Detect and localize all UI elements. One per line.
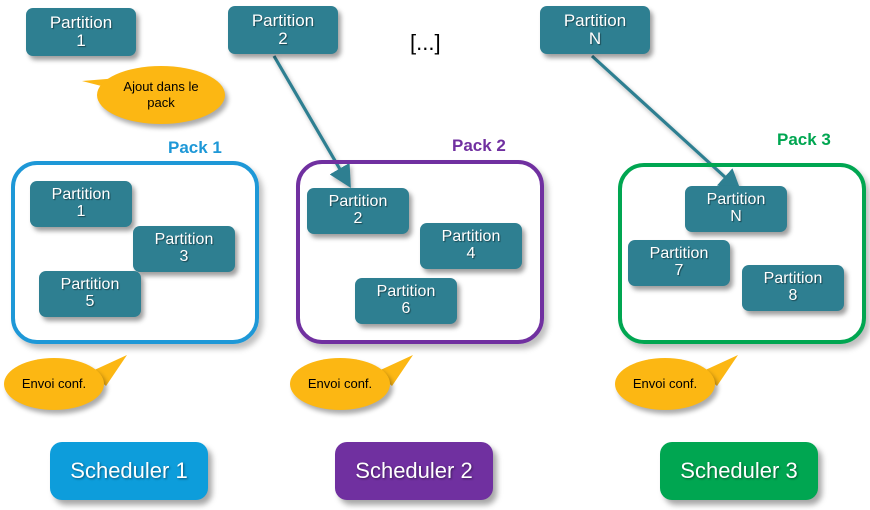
pack-label-2: Pack 2 [452, 136, 506, 155]
ellipsis-marker: [...] [410, 30, 441, 55]
scheduler-box-2[interactable]: Scheduler 2 [335, 442, 493, 500]
partition-chip-top-N[interactable]: Partition N [540, 6, 650, 54]
partition-number: 6 [401, 300, 411, 317]
partition-number: 7 [674, 262, 684, 279]
pack-box-2[interactable] [296, 160, 544, 344]
partition-chip-pack1-3[interactable]: Partition 3 [133, 226, 235, 272]
partition-label: Partition [154, 231, 214, 249]
partition-label: Partition [60, 276, 120, 294]
partition-chip-pack2-6[interactable]: Partition 6 [355, 278, 457, 324]
pack-box-1[interactable] [11, 161, 259, 344]
partition-chip-top-2[interactable]: Partition 2 [228, 6, 338, 54]
partition-number: 2 [353, 210, 363, 227]
scheduler-label: Scheduler 3 [680, 458, 798, 483]
partition-chip-pack3-7[interactable]: Partition 7 [628, 240, 730, 286]
callout-text: Envoi conf. [21, 375, 87, 391]
partition-number: 1 [76, 203, 86, 220]
callout-envoi-conf-3: Envoi conf. [615, 358, 715, 410]
partition-label: Partition [763, 270, 823, 288]
partition-chip-top-1[interactable]: Partition 1 [26, 8, 136, 56]
pack-label-3: Pack 3 [777, 130, 831, 149]
partition-number: 3 [179, 248, 189, 265]
partition-number: 2 [278, 29, 288, 48]
pack-box-3[interactable] [618, 163, 866, 344]
callout-ajout-dans-le-pack: Ajout dans le pack [97, 66, 225, 124]
callout-text-line1: Ajout dans le [123, 78, 199, 94]
partition-chip-pack3-N[interactable]: Partition N [685, 186, 787, 232]
scheduler-label: Scheduler 2 [355, 458, 473, 483]
partition-label: Partition [706, 191, 766, 209]
partition-chip-pack1-5[interactable]: Partition 5 [39, 271, 141, 317]
partition-number: 1 [76, 31, 86, 50]
partition-label: Partition [649, 245, 709, 263]
partition-label: Partition [328, 193, 388, 211]
callout-text-line2: pack [147, 95, 175, 110]
partition-number: 8 [788, 287, 798, 304]
callout-text: Envoi conf. [307, 375, 373, 391]
partition-chip-pack2-2[interactable]: Partition 2 [307, 188, 409, 234]
partition-chip-pack3-8[interactable]: Partition 8 [742, 265, 844, 311]
partition-chip-pack1-1[interactable]: Partition 1 [30, 181, 132, 227]
partition-label: Partition [376, 283, 436, 301]
scheduler-box-3[interactable]: Scheduler 3 [660, 442, 818, 500]
callout-envoi-conf-2: Envoi conf. [290, 358, 390, 410]
callout-text: Envoi conf. [632, 375, 698, 391]
partition-number: N [730, 208, 742, 225]
partition-number: N [588, 29, 602, 48]
callout-envoi-conf-1: Envoi conf. [4, 358, 104, 410]
partition-number: 4 [466, 245, 476, 262]
partition-label: Partition [563, 10, 627, 30]
partition-label: Partition [441, 228, 501, 246]
scheduler-label: Scheduler 1 [70, 458, 188, 483]
partition-chip-pack2-4[interactable]: Partition 4 [420, 223, 522, 269]
pack-label-1: Pack 1 [168, 138, 222, 157]
scheduler-box-1[interactable]: Scheduler 1 [50, 442, 208, 500]
partition-label: Partition [49, 12, 113, 32]
partition-number: 5 [85, 293, 95, 310]
partition-label: Partition [51, 186, 111, 204]
partition-label: Partition [251, 10, 315, 30]
